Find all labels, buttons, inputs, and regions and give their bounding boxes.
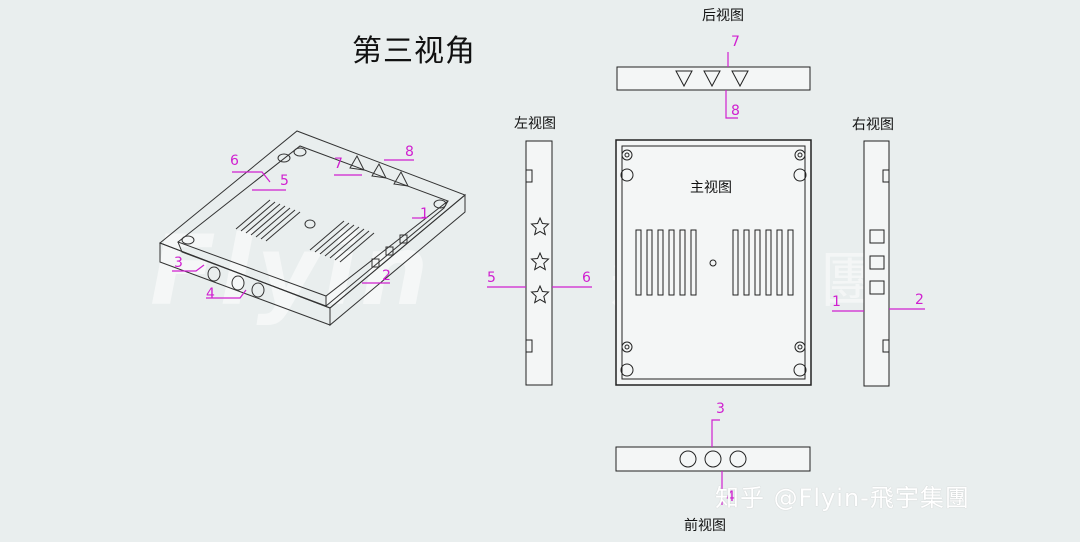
left-callout-6: 6: [582, 270, 591, 286]
main-view-label: 主视图: [690, 180, 732, 196]
iso-callout-leaders: [172, 159, 426, 299]
iso-callout-5: 5: [280, 173, 289, 189]
back-callout-8: 8: [731, 103, 740, 119]
iso-callout-2: 2: [382, 268, 391, 284]
right-view-label: 右视图: [852, 117, 894, 133]
front-view: [615, 446, 811, 472]
iso-callout-8: 8: [405, 144, 414, 160]
main-view: [615, 139, 812, 386]
isometric-view: [159, 130, 466, 327]
page-title: 第三视角: [352, 34, 476, 69]
iso-callout-6: 6: [230, 153, 239, 169]
back-view: [616, 66, 811, 91]
front-callout-3: 3: [716, 401, 725, 417]
front-view-label: 前视图: [684, 518, 726, 534]
left-view: [525, 140, 553, 386]
right-callout-2: 2: [915, 292, 924, 308]
back-view-label: 后视图: [702, 8, 744, 24]
iso-callout-3: 3: [174, 255, 183, 271]
iso-callout-7: 7: [334, 156, 343, 172]
left-callout-5: 5: [487, 270, 496, 286]
iso-callout-1: 1: [420, 206, 429, 222]
credit-watermark: 知乎 @Flyin-飛宇集團: [715, 484, 970, 512]
left-view-label: 左视图: [514, 116, 556, 132]
iso-callout-4: 4: [206, 286, 215, 302]
right-view: [863, 140, 890, 387]
front-callout-4: 4: [726, 489, 735, 505]
right-callout-1: 1: [832, 294, 841, 310]
back-callout-7: 7: [731, 34, 740, 50]
